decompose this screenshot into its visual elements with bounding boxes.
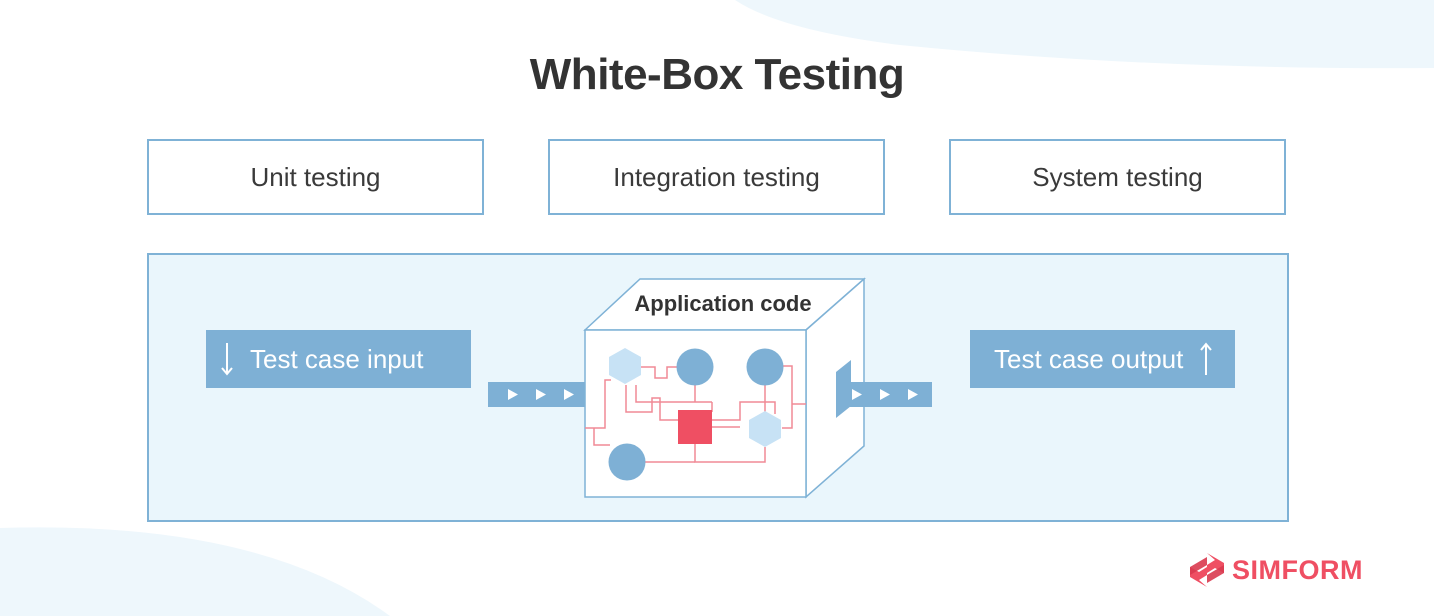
test-case-output-box: Test case output [970, 330, 1235, 388]
system-testing-label: System testing [1032, 161, 1203, 192]
simform-logo-icon [1190, 553, 1224, 587]
arrow-up-icon [1200, 342, 1213, 375]
output-flow-strip [836, 382, 932, 407]
integration-testing-label: Integration testing [613, 161, 820, 192]
bottom-left-blob [0, 527, 390, 616]
page-title: White-Box Testing [529, 50, 905, 99]
triangle-right-icon [852, 389, 862, 400]
circle-node-icon [608, 443, 646, 481]
triangle-right-icon [564, 389, 574, 400]
hexagon-node-icon [749, 411, 781, 447]
circle-node-icon [746, 348, 784, 386]
triangle-right-icon [536, 389, 546, 400]
integration-testing-box: Integration testing [548, 139, 885, 215]
application-code-label: Application code [634, 291, 811, 316]
triangle-right-icon [508, 389, 518, 400]
triangle-right-icon [880, 389, 890, 400]
test-case-output-label: Test case output [994, 343, 1184, 374]
core-square-icon [678, 410, 712, 444]
test-case-input-label: Test case input [250, 343, 424, 374]
system-testing-box: System testing [949, 139, 1286, 215]
unit-testing-label: Unit testing [250, 161, 381, 192]
simform-logo-text: SIMFORM [1232, 554, 1363, 585]
test-case-input-box: Test case input [206, 330, 471, 388]
circle-node-icon [676, 348, 714, 386]
triangle-right-icon [908, 389, 918, 400]
input-flow-strip [488, 382, 585, 407]
arrow-down-icon [221, 343, 233, 376]
circuit-nodes [608, 348, 784, 481]
simform-logo: SIMFORM [1188, 551, 1363, 589]
hexagon-node-icon [609, 348, 641, 384]
unit-testing-box: Unit testing [147, 139, 484, 215]
circuit-wires [585, 365, 806, 463]
top-right-blob [735, 0, 1434, 69]
